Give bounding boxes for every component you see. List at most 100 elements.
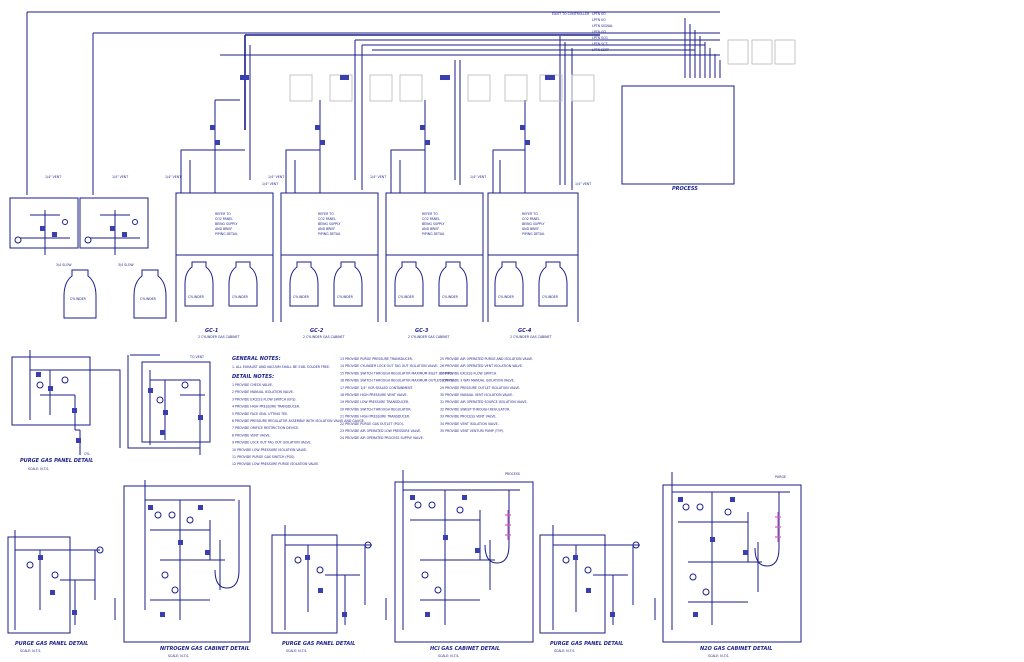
vent-label: 1/4" VENT (470, 175, 486, 179)
note-item: 27 PROVIDE EXCESS FLOW SWITCH. (440, 371, 497, 375)
detail-title: N2O GAS CABINET DETAIL (700, 646, 772, 652)
note-item: 21 PROVIDE HIGH PRESSURE TRANSDUCER. (340, 415, 410, 419)
detail-title: NITROGEN GAS CABINET DETAIL (160, 646, 250, 652)
detail-scale: SCALE: N.T.S. (20, 649, 41, 653)
notes-subtitle: DETAIL NOTES: (232, 374, 274, 380)
note-item: 12 PROVIDE LOW PRESSURE PURGE ISOLATION … (232, 462, 319, 466)
top-routing (26, 11, 721, 210)
ghost-equipment (289, 39, 796, 102)
vent-label: 1/4" VENT (45, 175, 61, 179)
note-item: 9 PROVIDE LOCK OUT TAG OUT ISOLATION VAL… (232, 441, 311, 445)
label-lptn-7: LPTN SERT (592, 48, 609, 52)
process-controller (621, 85, 735, 185)
note-line: PIPING DETAIL (318, 232, 341, 236)
note-line: CO2 PANEL (215, 217, 233, 221)
cyl-label: CYLINDER (337, 295, 354, 299)
detail-label: CYL. (84, 452, 91, 456)
detail-set-2: PURGE GAS PANEL DETAIL SCALE: N.T.S. HCl… (271, 470, 534, 658)
note-item: 31 PROVIDE AIR OPERATED SOURCE ISOLATION… (440, 400, 528, 404)
note-line: CO2 PANEL (318, 217, 336, 221)
note-line: PIPING DETAIL (522, 232, 545, 236)
note-item: 28 PROVIDE 3 WAY MANUAL ISOLATION VALVE. (440, 379, 515, 383)
cyl-label: CYLINDER (442, 295, 459, 299)
note-item: 2 PROVIDE MANUAL ISOLATION VALVE. (232, 390, 294, 394)
note-line: CO2 PANEL (422, 217, 440, 221)
detail-label: TO VENT (189, 355, 204, 359)
note-line: REFER TO (318, 212, 334, 216)
note-item: 6 PROVIDE PRESSURE REGULATOR ASSEMBLY WI… (232, 419, 365, 423)
vent-label: 1/4" VENT (112, 175, 128, 179)
vent-label: 1/4" VENT (262, 182, 278, 186)
detail-title: PURGE GAS PANEL DETAIL (20, 458, 93, 464)
note-item: 23 PROVIDE AIR OPERATED LOW PRESSURE VAL… (340, 429, 421, 433)
label-lptn-1: LPTN VO (592, 12, 606, 16)
label-lptn-2: LPTN VO (592, 18, 606, 22)
note-line: AND BRIEF (215, 227, 232, 231)
gas-cabinet-gc2: REFER TO CO2 PANEL BEING SUPPLY AND BRIE… (280, 149, 379, 339)
detail-scale: SCALE: N.T.S. (708, 654, 729, 658)
detail-title: PURGE GAS PANEL DETAIL (550, 641, 623, 647)
note-line: REFER TO (215, 212, 231, 216)
note-item: 30 PROVIDE MANUAL VENT ISOLATION VALVE. (440, 393, 513, 397)
note-item: 7 PROVIDE ORIFICE RESTRICTION DEVICE. (232, 426, 299, 430)
label-exist: EXIST TO CONTROLLER (552, 12, 590, 16)
controller-label: PROCESS (672, 186, 698, 192)
detail-scale: SCALE: N.T.S. (554, 649, 575, 653)
note-line: BEING SUPPLY (522, 222, 545, 226)
label-lptn-4: LPTN GO (592, 30, 607, 34)
purge-cylinders: CYLINDER CYLINDER (63, 269, 167, 319)
note-line: AND BRIEF (522, 227, 539, 231)
detail-scale: SCALE: N.T.S. (286, 649, 307, 653)
detail-title: PURGE GAS PANEL DETAIL (15, 641, 88, 647)
vent-label: 1/4" VENT (268, 175, 284, 179)
note-item: 18 PROVIDE HIGH PRESSURE VENT VALVE. (340, 393, 408, 397)
note-item: 17 PROVIDE 1/4" VCR SEALED CONTAINMENT. (340, 386, 413, 390)
cyl-label: CYLINDER (188, 295, 205, 299)
notes-col3: 25 PROVIDE AIR OPERATED PURGE AND ISOLAT… (440, 357, 533, 433)
note-item: 1 PROVIDE CHECK VALVE. (232, 383, 273, 387)
gas-cabinet-gc4: REFER TO CO2 PANEL BEING SUPPLY AND BRIE… (487, 149, 579, 339)
gas-cabinet-gc3: REFER TO CO2 PANEL BEING SUPPLY AND BRIE… (385, 149, 484, 339)
cabinet-name: GC-2 (310, 328, 324, 334)
note-item: 5 PROVIDE FACE SEAL UTTING TEE. (232, 412, 288, 416)
notes-title: GENERAL NOTES: (232, 356, 281, 362)
bottom-details: PURGE GAS PANEL DETAIL SCALE: N.T.S. NIT… (7, 470, 802, 658)
vent-label: 1/4" VENT (575, 182, 591, 186)
label-lptn-5: LPTN SCG (592, 36, 608, 40)
gas-cabinet-gc1: REFER TO CO2 PANEL BEING SUPPLY AND BRIE… (175, 149, 274, 339)
cabinet-sub: 2 CYLINDER GAS CABINET (408, 335, 450, 339)
vent-label: 1/4" VENT (165, 175, 181, 179)
note-line: BEING SUPPLY (318, 222, 341, 226)
cyl-label: CYLINDER (232, 295, 249, 299)
note-item: 14 PROVIDE CYLINDER LOCK OUT TAG OUT ISO… (340, 364, 438, 368)
note-item: 10 PROVIDE LOW PRESSURE ISOLATION VALVE. (232, 448, 307, 452)
cabinet-name: GC-1 (205, 328, 218, 334)
note-item: 26 PROVIDE AIR OPERATED VENT ISOLATION V… (440, 364, 523, 368)
cyl-label: CYLINDER (398, 295, 415, 299)
detail-scale: SCALE: N.T.S. (438, 654, 459, 658)
label-lptn-3: LPTN SIGNAL (592, 24, 613, 28)
note-item: 34 PROVIDE VENT ISOLATION VALVE. (440, 422, 499, 426)
cyl-label: CYLINDER (498, 295, 515, 299)
note-item: 20 PROVIDE SWITCH THROUGH REGULATOR. (340, 407, 411, 411)
gas-cabinets: REFER TO CO2 PANEL BEING SUPPLY AND BRIE… (175, 149, 579, 339)
signal-labels: EXIST TO CONTROLLER LPTN VO LPTN VO LPTN… (552, 12, 613, 52)
note-item: 16 PROVIDE SWITCH THROUGH REGULATOR MAXI… (340, 379, 455, 383)
cabinet-sub: 2 CYLINDER GAS CABINET (198, 335, 240, 339)
note-item: 33 PROVIDE PROCESS VENT VALVE. (440, 415, 497, 419)
note-line: REFER TO (422, 212, 438, 216)
detail-set-3: PURGE GAS PANEL DETAIL SCALE: N.T.S. N2O… (539, 472, 802, 658)
note-line: BEING SUPPLY (215, 222, 238, 226)
note-item: 35 PROVIDE VENT VENTURI PUMP (TYP). (440, 429, 504, 433)
note-item: 19 PROVIDE LOW PRESSURE TRANSDUCER. (340, 400, 409, 404)
note-line: AND BRIEF (318, 227, 335, 231)
valve-markers (210, 75, 555, 145)
note-item: 11 PROVIDE PURGE GAS SWITCH (PGS). (232, 455, 295, 459)
cyl-label: CYLINDER (542, 295, 559, 299)
detail-set-1: PURGE GAS PANEL DETAIL SCALE: N.T.S. NIT… (7, 480, 251, 658)
general-notes: GENERAL NOTES: 1. ALL EXHAUST AND VACUUM… (232, 356, 533, 466)
note-line: PIPING DETAIL (422, 232, 445, 236)
detail-label: PURGE (775, 475, 786, 479)
detail-scale: SCALE: N.T.S. (168, 654, 189, 658)
note-item: 32 PROVIDE SWEEP THROUGH REGULATOR. (440, 407, 510, 411)
